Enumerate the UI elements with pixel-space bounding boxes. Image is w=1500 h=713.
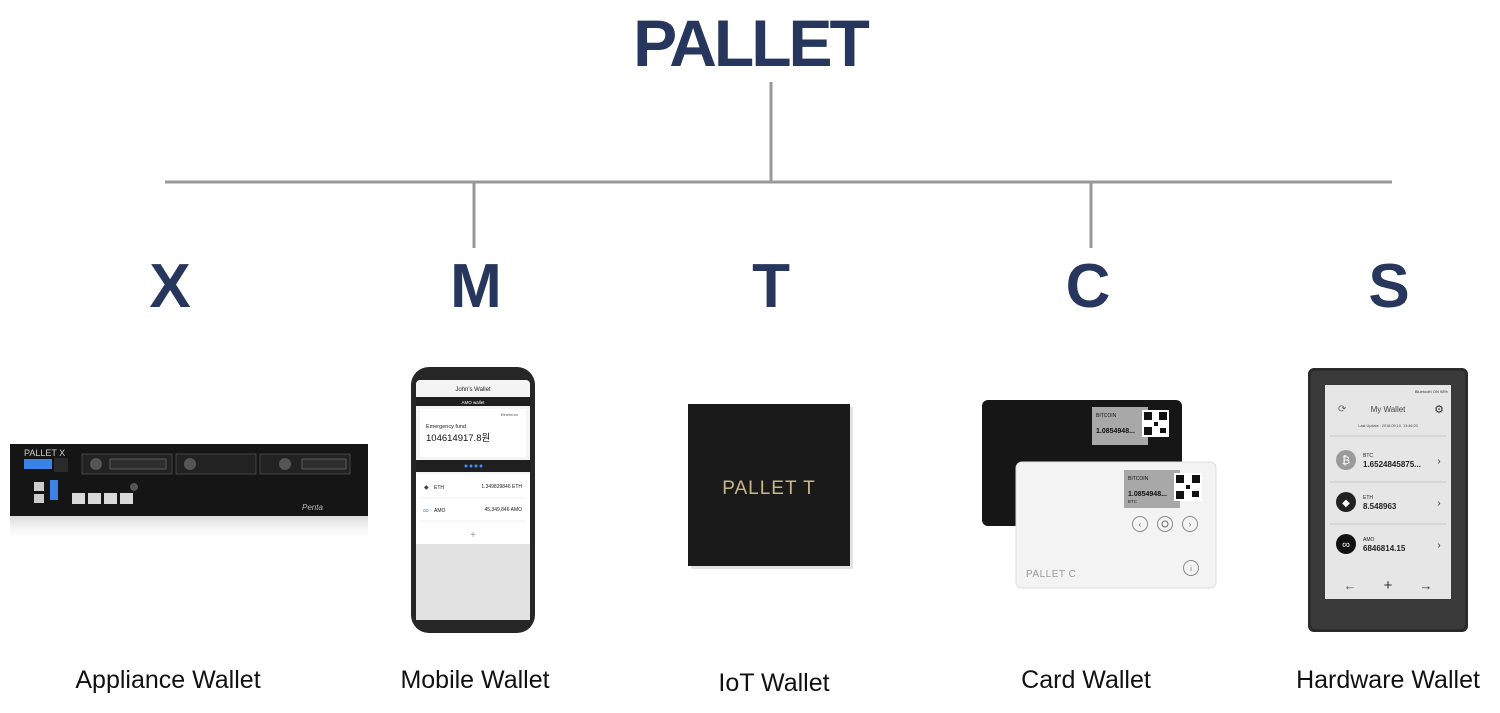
hardware-asset-symbol-amo: AMO bbox=[1363, 537, 1375, 543]
hardware-status-label: Bluetooth ON 98% bbox=[1415, 389, 1449, 394]
hardware-last-update: Last Update : 2018.09.10, 13:46:20 bbox=[1358, 424, 1418, 428]
amo-icon: ∞ bbox=[1342, 539, 1350, 551]
status-lcd bbox=[24, 459, 52, 469]
chevron-right-icon: › bbox=[1437, 540, 1440, 551]
card-front-coin: BITCOIN bbox=[1128, 476, 1149, 482]
letter-m: M bbox=[450, 252, 502, 321]
mobile-screen-title: John's Wallet bbox=[455, 387, 491, 393]
card-back-coin: BITCOIN bbox=[1096, 413, 1117, 419]
caption-card-wallet: Card Wallet bbox=[1021, 666, 1151, 694]
hardware-asset-amount-amo: 6846814.15 bbox=[1363, 544, 1406, 553]
card-info-icon: i bbox=[1190, 566, 1192, 573]
letter-x: X bbox=[149, 252, 191, 321]
iot-wallet-device: PALLET T bbox=[688, 404, 854, 570]
gear-icon: ⚙ bbox=[1434, 404, 1444, 416]
mobile-asset-amount-amo: 45,349,846 AMO bbox=[484, 507, 522, 513]
card-brand-label: PALLET C bbox=[1026, 569, 1076, 580]
card-next-icon: › bbox=[1189, 520, 1192, 529]
mobile-add-icon: + bbox=[470, 530, 476, 541]
hardware-asset-amount-btc: 1.6524845875... bbox=[1363, 460, 1421, 469]
card-back-amount: 1.0854948... bbox=[1096, 428, 1135, 435]
hardware-asset-symbol-eth: ETH bbox=[1363, 495, 1373, 501]
page-title: PALLET bbox=[633, 6, 870, 80]
card-prev-icon: ‹ bbox=[1139, 520, 1142, 529]
forward-arrow-icon: → bbox=[1420, 578, 1433, 593]
btc-icon: ₿ bbox=[1342, 455, 1350, 467]
mobile-asset-symbol-eth: ETH bbox=[434, 485, 444, 491]
add-icon: + bbox=[1384, 577, 1393, 594]
card-front-amount: 1.0854948... bbox=[1128, 491, 1167, 498]
appliance-wallet-device: PALLET X Penta bbox=[10, 444, 370, 544]
eth-icon: ◆ bbox=[424, 485, 429, 491]
caption-hardware-wallet: Hardware Wallet bbox=[1296, 666, 1480, 694]
caption-appliance-wallet: Appliance Wallet bbox=[75, 666, 261, 694]
mobile-asset-amount-eth: 1.349829846 ETH bbox=[481, 484, 522, 490]
caption-iot-wallet: IoT Wallet bbox=[718, 669, 830, 697]
mobile-screen-subtitle: AMO wallet bbox=[461, 400, 485, 405]
hardware-wallet-device: Bluetooth ON 98% ⟳ My Wallet ⚙ Last Upda… bbox=[1308, 368, 1470, 634]
amo-icon: ∞ bbox=[423, 506, 429, 515]
mobile-wallet-device: John's Wallet AMO wallet Ethereum Emerge… bbox=[410, 366, 536, 636]
mobile-asset-symbol-amo: AMO bbox=[434, 508, 446, 514]
mobile-card-label: Emergency fund bbox=[426, 424, 466, 430]
chevron-right-icon: › bbox=[1437, 456, 1440, 467]
refresh-icon: ⟳ bbox=[1338, 404, 1347, 415]
appliance-brand-label: PALLET X bbox=[24, 448, 65, 458]
appliance-vendor-label: Penta bbox=[302, 503, 323, 512]
card-wallet-device: BITCOIN 1.0854948... BITCOIN 1.0854948..… bbox=[982, 400, 1218, 590]
hardware-asset-amount-eth: 8.548963 bbox=[1363, 502, 1397, 511]
letter-s: S bbox=[1368, 252, 1410, 321]
caption-mobile-wallet: Mobile Wallet bbox=[400, 666, 550, 694]
card-select-icon bbox=[1161, 520, 1169, 528]
hardware-asset-symbol-btc: BTC bbox=[1363, 453, 1373, 459]
mobile-card-value: 104614917.8원 bbox=[426, 433, 490, 444]
letter-t: T bbox=[752, 252, 790, 321]
hardware-screen-title: My Wallet bbox=[1371, 405, 1407, 414]
mobile-network-label: Ethereum bbox=[501, 412, 519, 417]
card-front-unit: BTC bbox=[1128, 499, 1138, 504]
letter-c: C bbox=[1065, 252, 1111, 321]
iot-device-label: PALLET T bbox=[722, 478, 816, 499]
eth-icon: ◆ bbox=[1342, 498, 1350, 509]
back-arrow-icon: ← bbox=[1344, 578, 1357, 593]
chevron-right-icon: › bbox=[1437, 498, 1440, 509]
